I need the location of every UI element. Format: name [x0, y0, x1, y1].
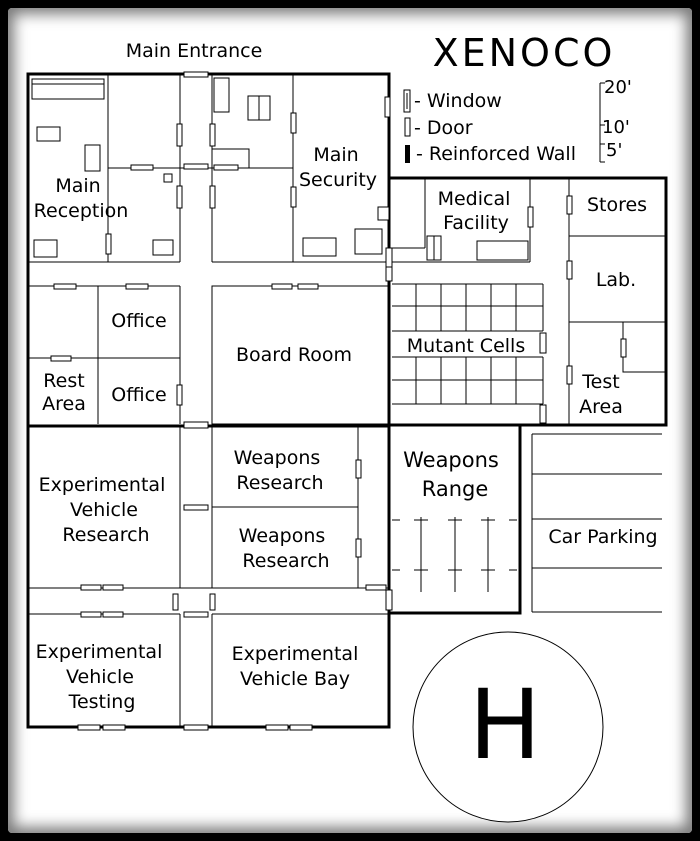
label-medical-1: Medical — [438, 188, 511, 210]
label-weapons-research-2b: Research — [242, 550, 329, 572]
label-evt-1: Experimental — [36, 641, 163, 663]
mutant-cell-grid — [392, 283, 544, 405]
label-rest-2: Area — [42, 393, 86, 415]
label-weapons-research-1b: Research — [236, 472, 323, 494]
label-stores: Stores — [587, 194, 647, 216]
legend-door: - Door — [414, 117, 473, 139]
door-symbol-icon — [404, 117, 411, 137]
label-office-1: Office — [111, 310, 166, 332]
brand-logo: XENOCO — [433, 31, 616, 75]
helipad-circle — [412, 631, 604, 823]
scale-bar: 20' 10' 5' — [599, 77, 632, 163]
label-mutant-cells: Mutant Cells — [407, 335, 525, 357]
label-weapons-research-2a: Weapons — [239, 525, 326, 547]
label-rest-1: Rest — [43, 370, 84, 392]
label-test-area-2: Area — [579, 396, 623, 418]
room-labels: Main Entrance Main Reception Main Securi… — [34, 40, 658, 713]
label-weapons-research-1a: Weapons — [234, 447, 321, 469]
label-main-entrance: Main Entrance — [126, 40, 263, 62]
label-lab: Lab. — [596, 269, 636, 291]
label-board-room: Board Room — [236, 344, 352, 366]
scale-5: 5' — [606, 140, 622, 161]
label-evt-2: Vehicle — [66, 666, 134, 688]
car-parking-lines — [531, 433, 662, 613]
label-test-area-1: Test — [581, 371, 619, 393]
label-evb-1: Experimental — [232, 643, 359, 665]
range-lanes — [392, 517, 517, 592]
reinforced-wall-symbol-icon — [405, 145, 410, 163]
label-main-reception-1: Main — [55, 175, 100, 197]
furniture — [31, 77, 529, 261]
scale-20: 20' — [604, 77, 632, 98]
legend-window: - Window — [414, 90, 502, 112]
label-office-2: Office — [111, 384, 166, 406]
label-main-security-1: Main — [313, 144, 358, 166]
scale-10: 10' — [602, 117, 630, 138]
helipad-letter: H — [469, 669, 541, 781]
legend: - Window - Door - Reinforced Wall — [403, 89, 576, 165]
doors — [50, 71, 627, 731]
legend-reinforced-wall: - Reinforced Wall — [416, 143, 576, 165]
label-evt-3: Testing — [68, 691, 136, 713]
label-evb-2: Vehicle Bay — [240, 668, 350, 690]
label-main-security-2: Security — [299, 169, 377, 191]
label-evr-3: Research — [62, 524, 149, 546]
label-evr-2: Vehicle — [70, 499, 138, 521]
label-medical-2: Facility — [443, 212, 509, 234]
label-weapons-range-1: Weapons — [403, 448, 499, 472]
interior-walls — [28, 74, 667, 727]
label-evr-1: Experimental — [39, 474, 166, 496]
label-car-parking: Car Parking — [548, 526, 657, 548]
label-main-reception-2: Reception — [34, 200, 129, 222]
label-weapons-range-2: Range — [422, 477, 489, 501]
